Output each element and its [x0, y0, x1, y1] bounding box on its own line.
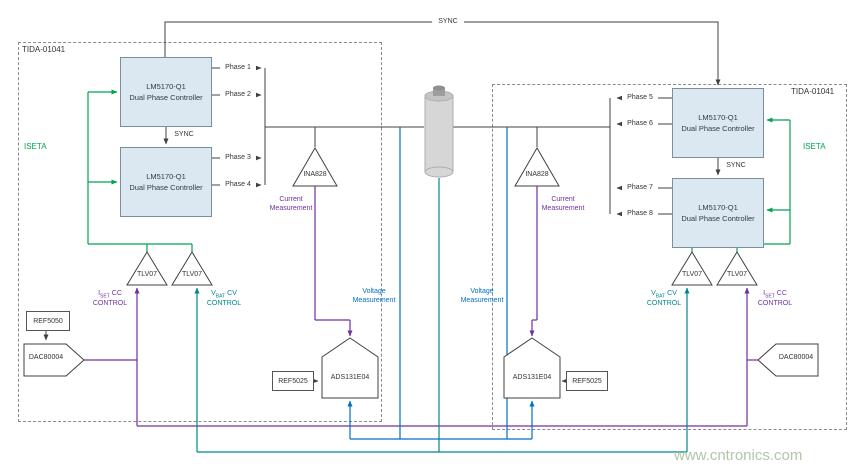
- dac80004-right-label: DAC80004: [778, 354, 814, 361]
- watermark: www.cntronics.com: [674, 447, 803, 464]
- controller-name: LM5170-Q1: [698, 203, 738, 212]
- tlv07-left-cc-symbol: [126, 251, 168, 286]
- phase-4-label: Phase 4: [220, 179, 256, 191]
- ads131e04-left-label: ADS131E04: [330, 374, 370, 381]
- tlv07-right-cv-label: TLV07: [681, 271, 703, 278]
- right-module-title: TIDA-01041: [791, 87, 835, 96]
- controller-left-bottom: LM5170-Q1 Dual Phase Controller: [120, 147, 212, 217]
- voltage-measurement-right-label: Voltage Measurement: [460, 288, 504, 304]
- right-tida-boundary: [492, 84, 847, 430]
- phase-2-label: Phase 2: [220, 89, 256, 101]
- cv-control-wires: [194, 178, 690, 453]
- phase-3-label: Phase 3: [220, 152, 256, 164]
- ads131e04-right-label: ADS131E04: [512, 374, 552, 381]
- tlv07-left-cv-label: TLV07: [181, 271, 203, 278]
- voltage-measurement-left-label: Voltage Measurement: [352, 288, 396, 304]
- phase-5-label: Phase 5: [622, 92, 658, 104]
- phase-8-label: Phase 8: [622, 208, 658, 220]
- controller-desc: Dual Phase Controller: [129, 93, 203, 102]
- battery-icon: [424, 85, 454, 178]
- dac80004-right-symbol: [757, 343, 819, 377]
- tlv07-left-cc-label: TLV07: [136, 271, 158, 278]
- current-measurement-right-label: Current Measurement: [541, 196, 585, 212]
- controller-desc: Dual Phase Controller: [129, 183, 203, 192]
- controller-name: LM5170-Q1: [146, 82, 186, 91]
- current-measurement-left-label: Current Measurement: [269, 196, 313, 212]
- controller-right-bottom: LM5170-Q1 Dual Phase Controller: [672, 178, 764, 248]
- phase-6-label: Phase 6: [622, 118, 658, 130]
- ref5025-left-box: REF5025: [272, 371, 314, 391]
- ads131e04-left-symbol: [321, 337, 379, 399]
- cc-control-wires: [84, 287, 758, 427]
- left-module-title: TIDA-01041: [22, 45, 66, 54]
- ina828-left-label: INA828: [303, 171, 327, 178]
- tlv07-right-cv-symbol: [671, 251, 713, 286]
- iseta-wires-left: [87, 89, 193, 252]
- ina828-right-symbol: [514, 147, 560, 187]
- controller-left-top: LM5170-Q1 Dual Phase Controller: [120, 57, 212, 127]
- left-tida-boundary: [18, 42, 382, 422]
- dac80004-left-symbol: [23, 343, 85, 377]
- ina828-right-label: INA828: [525, 171, 549, 178]
- iseta-left-label: ISETA: [24, 142, 47, 151]
- phase-7-label: Phase 7: [622, 182, 658, 194]
- sync-left-label: SYNC: [170, 129, 198, 141]
- dac80004-left-label: DAC80004: [28, 354, 64, 361]
- controller-desc: Dual Phase Controller: [681, 214, 755, 223]
- sense-tap-wires: [43, 127, 568, 384]
- controller-name: LM5170-Q1: [698, 113, 738, 122]
- controller-right-top: LM5170-Q1 Dual Phase Controller: [672, 88, 764, 158]
- tlv07-right-cc-symbol: [716, 251, 758, 286]
- ina828-left-symbol: [292, 147, 338, 187]
- ref5050-box: REF5050: [26, 311, 70, 331]
- ref5025-right-box: REF5025: [566, 371, 608, 391]
- phase-1-label: Phase 1: [220, 62, 256, 74]
- controller-name: LM5170-Q1: [146, 172, 186, 181]
- tlv07-right-cc-label: TLV07: [726, 271, 748, 278]
- sync-top-label: SYNC: [432, 16, 464, 28]
- controller-desc: Dual Phase Controller: [681, 124, 755, 133]
- current-measurement-wires: [314, 186, 538, 337]
- tlv07-left-cv-symbol: [171, 251, 213, 286]
- ads131e04-right-symbol: [503, 337, 561, 399]
- iseta-right-label: ISETA: [803, 142, 826, 151]
- sync-right-label: SYNC: [722, 160, 750, 172]
